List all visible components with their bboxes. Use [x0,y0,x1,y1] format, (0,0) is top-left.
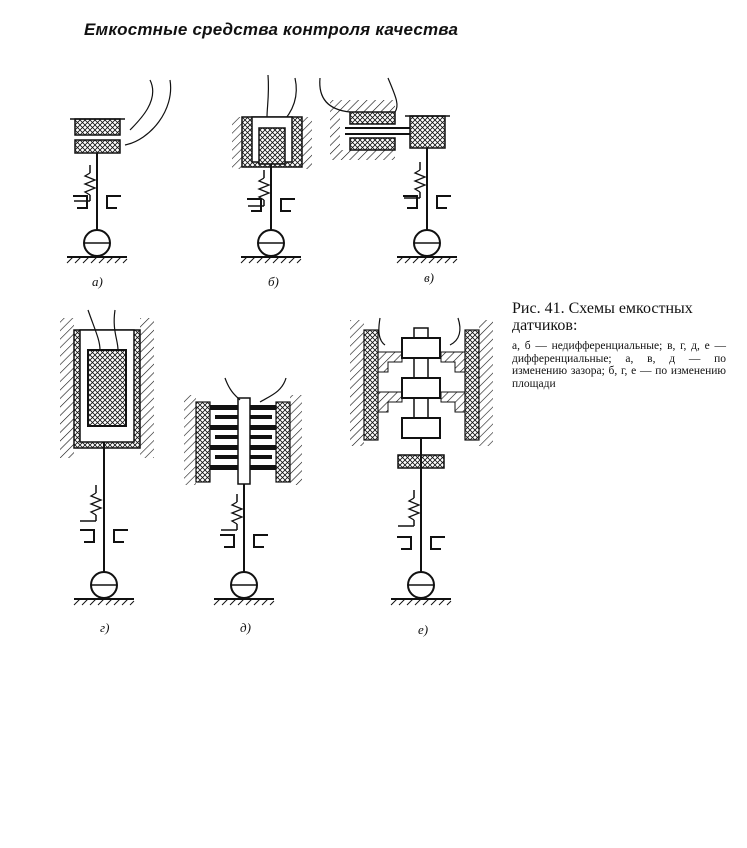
sublabel-a: а) [92,274,103,289]
sublabel-v: в) [424,270,434,285]
diagram-b [232,74,312,264]
figure-caption-title: Рис. 41. Схемы емкостных датчиков: [512,300,693,334]
diagram-d [184,377,302,606]
diagram-v [319,77,458,264]
sublabel-b: б) [268,274,279,289]
sublabel-g: г) [100,620,110,635]
page-title: Емкостные средства контроля качества [84,20,459,39]
figure-caption-text: а, б — недифференциальные; в, г, д, е — … [512,340,726,390]
sublabel-e: е) [418,622,429,637]
sublabel-d: д) [240,620,251,635]
diagram-g [60,309,154,606]
diagram-a [66,79,172,264]
diagram-e [350,317,493,606]
